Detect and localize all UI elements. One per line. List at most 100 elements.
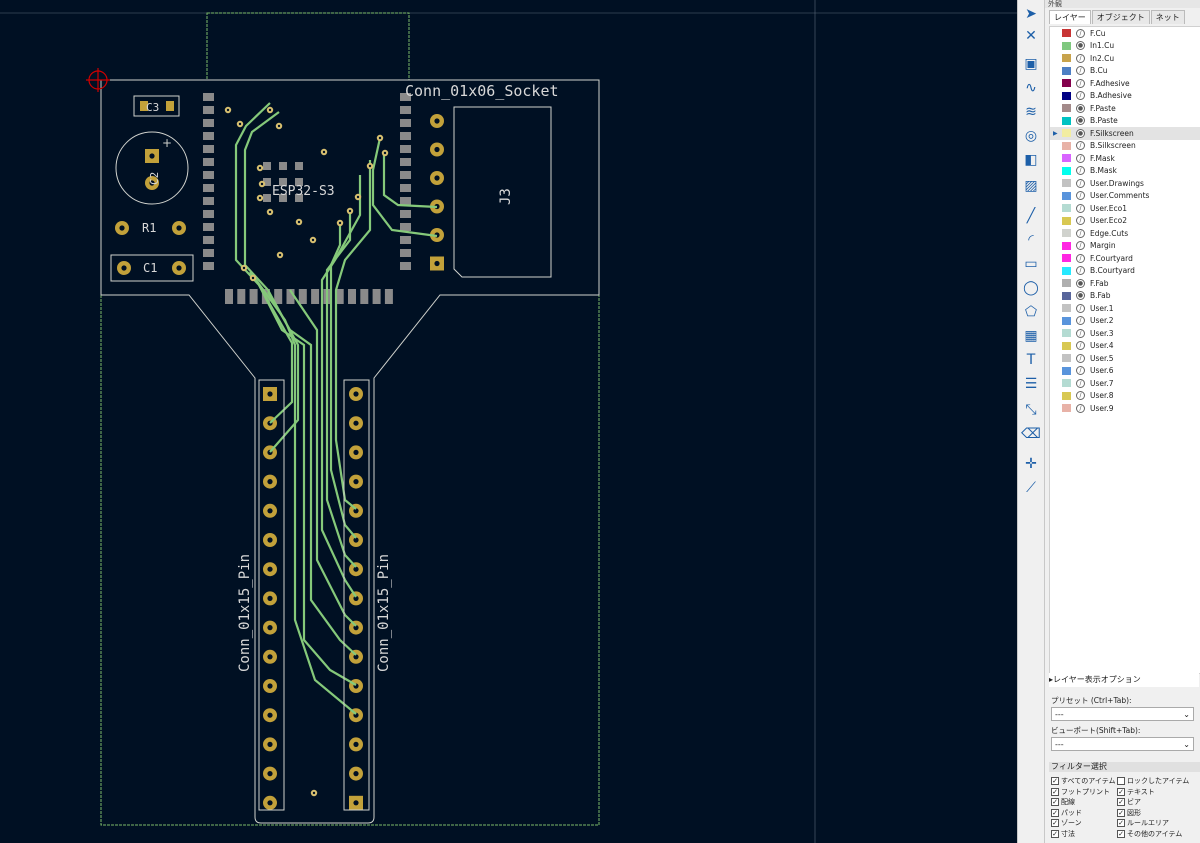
line-icon[interactable]: ╱ [1026,208,1036,224]
filter-right-4[interactable]: ✓ルールエリア [1117,818,1169,828]
checkbox[interactable]: ✓ [1117,808,1125,817]
layer-row-f-adhesive[interactable]: /F.Adhesive [1050,77,1200,90]
layer-row-user-9[interactable]: /User.9 [1050,402,1200,415]
filter-left-0[interactable]: ✓すべてのアイテム [1051,776,1116,786]
layer-row-user-eco1[interactable]: /User.Eco1 [1050,202,1200,215]
hidden-eye-icon[interactable]: / [1076,78,1085,88]
layer-row-b-cu[interactable]: /B.Cu [1050,65,1200,78]
layer-color-swatch[interactable] [1062,204,1071,213]
layer-display-options[interactable]: ▸レイヤー表示オプション [1049,673,1199,687]
delete-icon[interactable]: ⌫ [1021,426,1041,442]
filter-left-2[interactable]: ✓配線 [1051,797,1075,807]
tab-nets[interactable]: ネット [1150,10,1185,24]
measure-icon[interactable]: ⟋ [1026,480,1036,496]
layer-row-edge-cuts[interactable]: /Edge.Cuts [1050,227,1200,240]
layer-row-f-fab[interactable]: ●F.Fab [1050,277,1200,290]
layer-color-swatch[interactable] [1062,129,1071,138]
hidden-eye-icon[interactable]: / [1076,341,1085,351]
layer-row-user-8[interactable]: /User.8 [1050,390,1200,403]
polygon-icon[interactable]: ⬠ [1024,304,1038,320]
rectangle-icon[interactable]: ▭ [1024,256,1038,272]
tune-length-icon[interactable]: ≋ [1025,104,1037,120]
layer-row-margin[interactable]: /Margin [1050,240,1200,253]
preset-select[interactable]: ---⌄ [1051,707,1194,721]
layer-row-f-courtyard[interactable]: /F.Courtyard [1050,252,1200,265]
filter-left-3[interactable]: ✓パッド [1051,808,1082,818]
checkbox[interactable]: ✓ [1117,829,1125,838]
filter-right-2[interactable]: ✓ビア [1117,797,1141,807]
layer-row-f-cu[interactable]: /F.Cu [1050,27,1200,40]
layer-color-swatch[interactable] [1062,41,1071,50]
layer-color-swatch[interactable] [1062,316,1071,325]
hidden-eye-icon[interactable]: / [1076,28,1085,38]
layer-color-swatch[interactable] [1062,241,1071,250]
layer-color-swatch[interactable] [1062,29,1071,38]
layer-row-user-eco2[interactable]: /User.Eco2 [1050,215,1200,228]
hidden-eye-icon[interactable]: / [1076,141,1085,151]
layer-row-user-2[interactable]: /User.2 [1050,315,1200,328]
layer-color-swatch[interactable] [1062,391,1071,400]
layer-color-swatch[interactable] [1062,266,1071,275]
viewport-select[interactable]: ---⌄ [1051,737,1194,751]
checkbox[interactable]: ✓ [1051,829,1059,838]
hidden-eye-icon[interactable]: / [1076,266,1085,276]
filter-left-1[interactable]: ✓フットプリント [1051,787,1110,797]
checkbox[interactable]: ✓ [1051,808,1059,817]
layer-row-user-1[interactable]: /User.1 [1050,302,1200,315]
layer-row-f-silkscreen[interactable]: ▶●F.Silkscreen [1050,127,1200,140]
footprint-icon[interactable]: ▣ [1024,56,1038,72]
hidden-eye-icon[interactable]: / [1076,328,1085,338]
hidden-eye-icon[interactable]: / [1076,216,1085,226]
hidden-eye-icon[interactable]: / [1076,191,1085,201]
layer-row-user-4[interactable]: /User.4 [1050,340,1200,353]
layer-color-swatch[interactable] [1062,154,1071,163]
layer-row-user-comments[interactable]: /User.Comments [1050,190,1200,203]
hidden-eye-icon[interactable]: / [1076,66,1085,76]
hatched-zone-icon[interactable]: ▨ [1024,178,1038,194]
hidden-eye-icon[interactable]: / [1076,303,1085,313]
hidden-eye-icon[interactable]: / [1076,316,1085,326]
hidden-eye-icon[interactable]: / [1076,378,1085,388]
layer-color-swatch[interactable] [1062,216,1071,225]
via-icon[interactable]: ◎ [1024,128,1038,144]
filter-left-4[interactable]: ✓ゾーン [1051,818,1082,828]
layer-color-swatch[interactable] [1062,229,1071,238]
hidden-eye-icon[interactable]: / [1076,241,1085,251]
checkbox[interactable]: ✓ [1051,777,1059,785]
dimension-icon[interactable]: ⤡ [1025,402,1037,418]
layer-color-swatch[interactable] [1062,141,1071,150]
filter-left-5[interactable]: ✓寸法 [1051,829,1075,839]
checkbox[interactable] [1117,777,1125,785]
layer-color-swatch[interactable] [1062,404,1071,413]
copper-zone-icon[interactable]: ◧ [1024,152,1038,168]
checkbox[interactable]: ✓ [1117,819,1125,827]
arc-icon[interactable]: ◜ [1028,232,1034,248]
hidden-eye-icon[interactable]: / [1076,366,1085,376]
pcb-canvas[interactable]: + Conn_01x06_Socket ESP32-S3 J3 C3 C2 R1… [0,0,1017,843]
layer-color-swatch[interactable] [1062,179,1071,188]
filter-right-0[interactable]: ロックしたアイテム [1117,776,1189,786]
hidden-eye-icon[interactable]: / [1076,253,1085,263]
layer-color-swatch[interactable] [1062,116,1071,125]
layer-row-b-adhesive[interactable]: /B.Adhesive [1050,90,1200,103]
checkbox[interactable]: ✓ [1117,787,1125,796]
layer-color-swatch[interactable] [1062,91,1071,100]
hidden-eye-icon[interactable]: / [1076,153,1085,163]
hidden-eye-icon[interactable]: / [1076,228,1085,238]
layer-color-swatch[interactable] [1062,79,1071,88]
layer-color-swatch[interactable] [1062,104,1071,113]
layer-row-in2-cu[interactable]: /In2.Cu [1050,52,1200,65]
filter-right-5[interactable]: ✓その他のアイテム [1117,829,1182,839]
layer-row-f-mask[interactable]: /F.Mask [1050,152,1200,165]
layer-row-f-paste[interactable]: ●F.Paste [1050,102,1200,115]
filter-right-1[interactable]: ✓テキスト [1117,787,1155,797]
layer-color-swatch[interactable] [1062,291,1071,300]
layer-row-b-fab[interactable]: ●B.Fab [1050,290,1200,303]
eye-icon[interactable]: ● [1076,128,1085,138]
layer-color-swatch[interactable] [1062,354,1071,363]
hidden-eye-icon[interactable]: / [1076,391,1085,401]
hidden-eye-icon[interactable]: / [1076,403,1085,413]
eye-icon[interactable]: ● [1076,291,1085,301]
eye-icon[interactable]: ● [1076,41,1085,51]
eye-icon[interactable]: ● [1076,116,1085,126]
